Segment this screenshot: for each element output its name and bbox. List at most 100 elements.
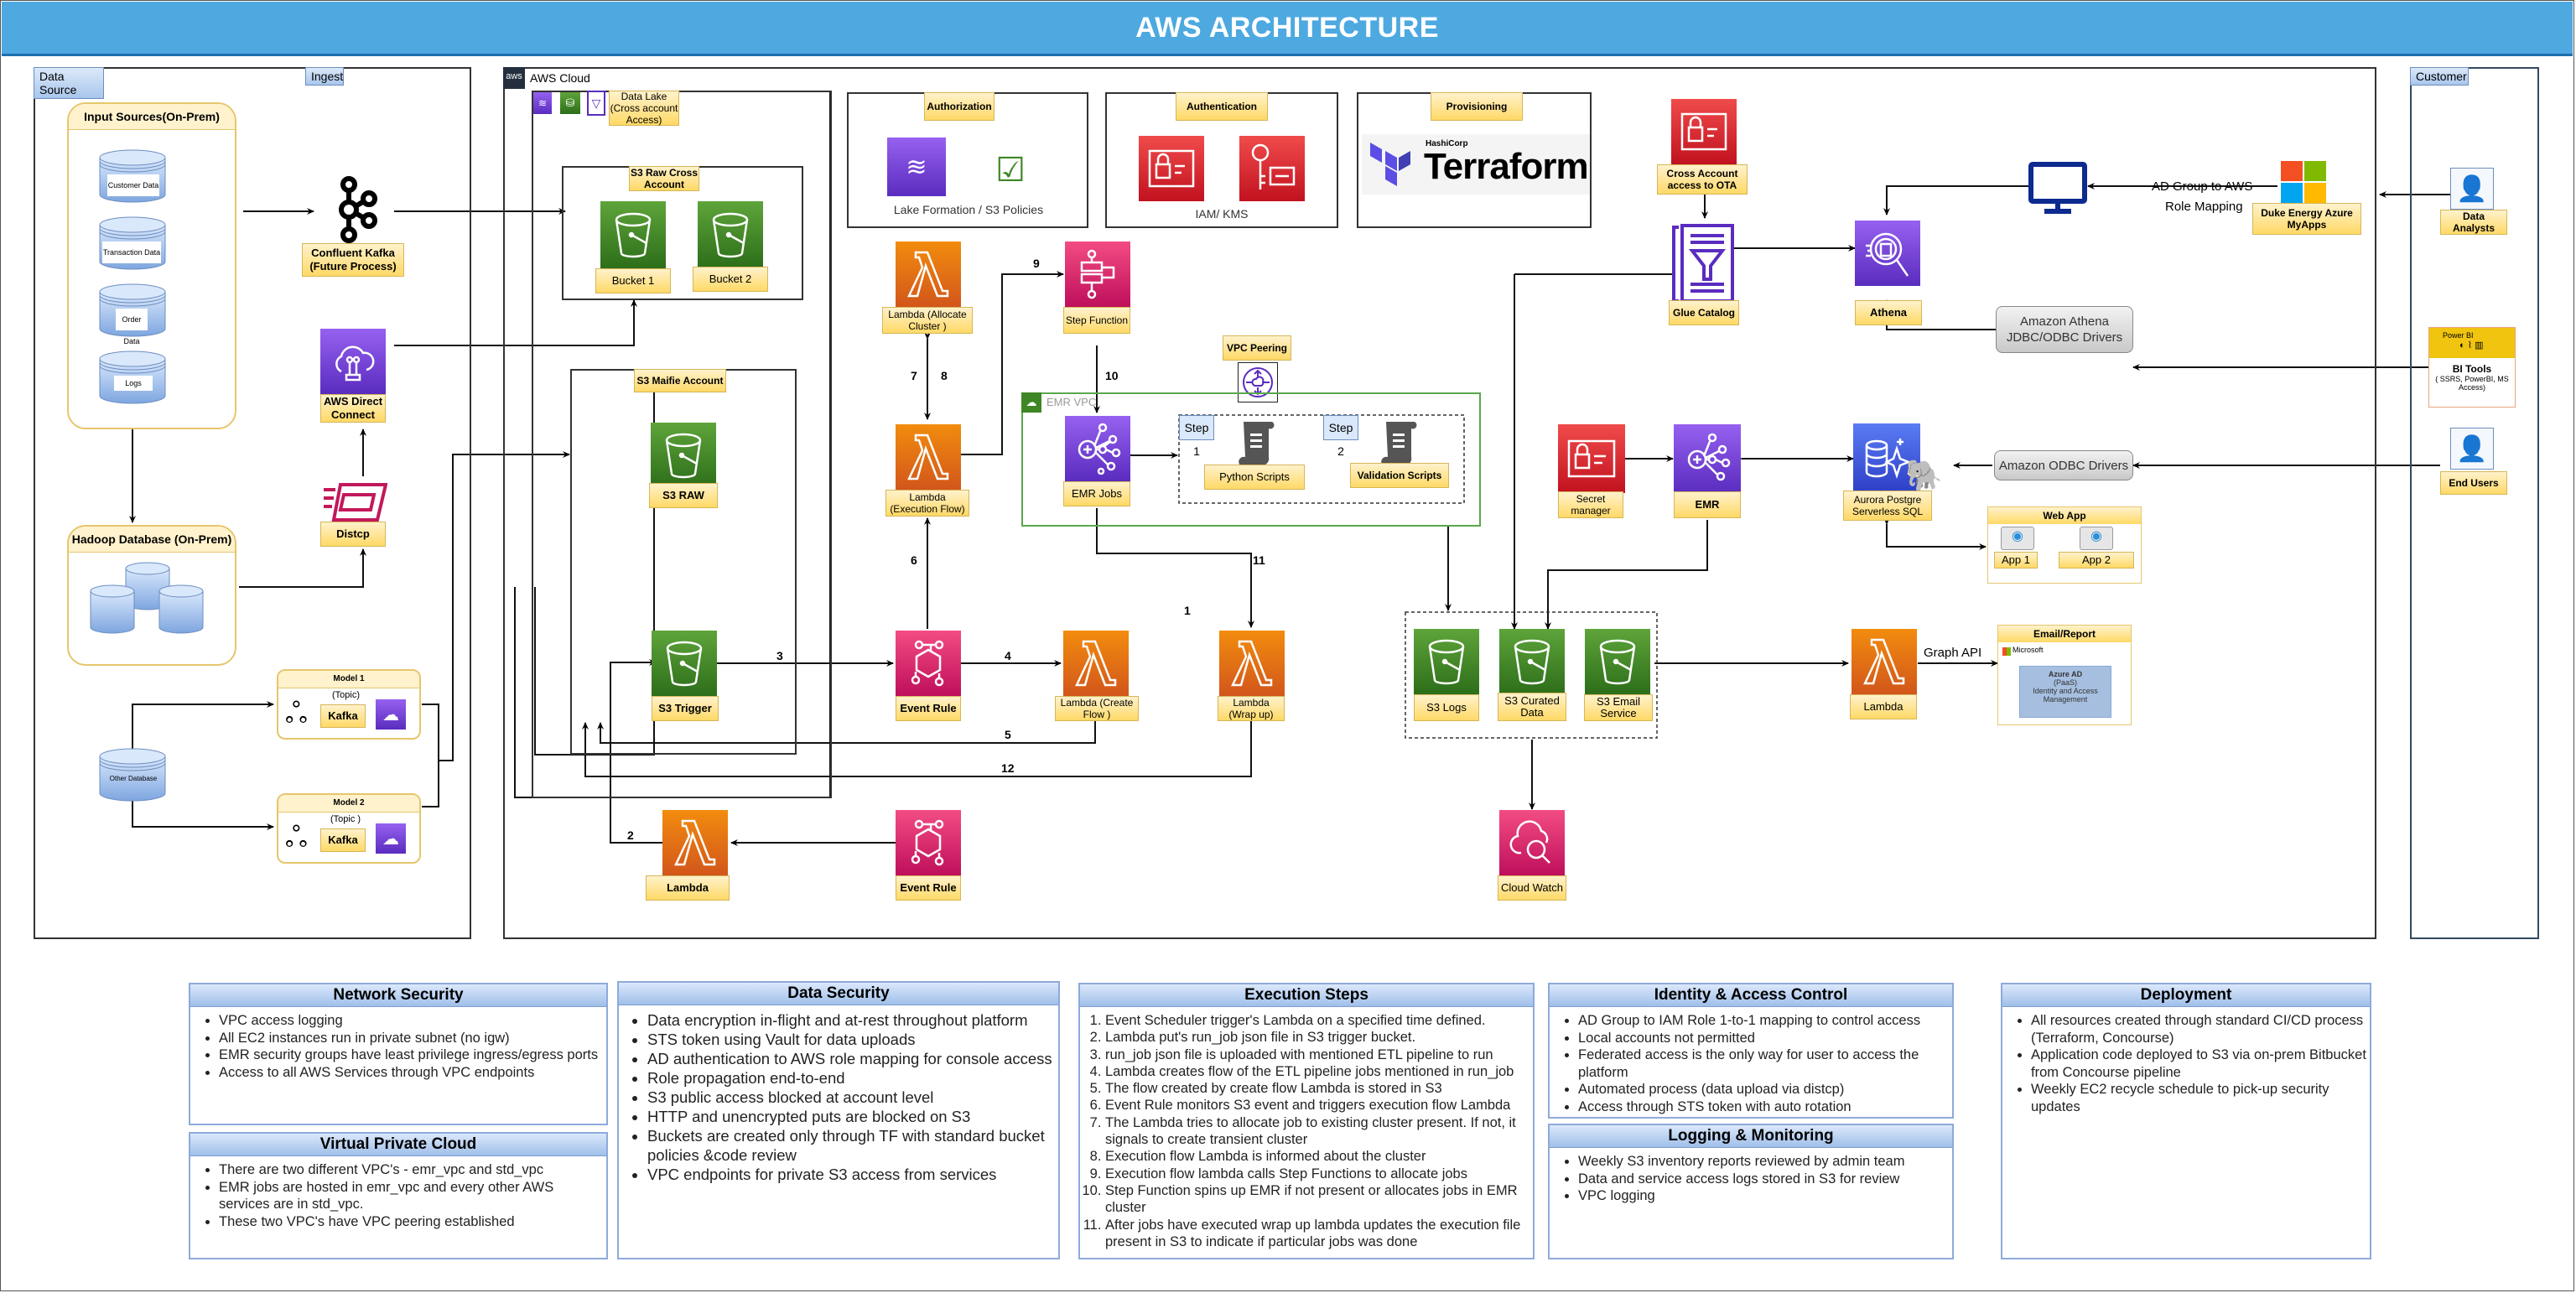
cross-account-icon — [1671, 99, 1737, 164]
terraform-icon — [1370, 143, 1410, 186]
list-item: Role propagation end-to-end — [647, 1068, 1058, 1088]
s3-curated-label: S3 Curated Data — [1498, 693, 1566, 721]
s3-policy-icon: ☑ — [995, 152, 1026, 189]
lambda-allocate-label: Lambda (Allocate Cluster ) — [882, 307, 973, 334]
lambda-allocate-icon[interactable] — [896, 241, 961, 307]
event-rule-icon[interactable] — [896, 810, 961, 875]
connector — [132, 801, 274, 830]
microsoft-logo-icon — [2002, 647, 2011, 656]
database-icon — [99, 351, 166, 404]
s3-bucket-icon — [600, 201, 666, 268]
lane-tag-data-source: Data Source — [34, 67, 104, 99]
end-users-label[interactable]: End Users — [2440, 471, 2507, 495]
lane-data-source-ingest — [34, 67, 471, 939]
graph-api-label: Graph API — [1924, 646, 1982, 660]
distcp-label: Distcp — [320, 522, 386, 547]
list-item: All resources created through standard C… — [2031, 1012, 2370, 1046]
panel-title: Logging & Monitoring — [1550, 1125, 1952, 1148]
step-number-3: 3 — [776, 649, 783, 662]
authorization-caption: Lake Formation / S3 Policies — [893, 203, 1044, 216]
emr-icon[interactable] — [1674, 424, 1741, 493]
event-rule-label: Event Rule — [896, 696, 961, 721]
list-item: Lambda put's run_job json file in S3 tri… — [1105, 1029, 1533, 1046]
list-item: Access through STS token with auto rotat… — [1578, 1098, 1952, 1116]
db-label: Order Data — [116, 309, 148, 345]
model-topic: (Topic ) — [330, 814, 361, 824]
connector — [1545, 520, 1708, 630]
hadoop-title: Hadoop Database (On-Prem) — [69, 527, 235, 553]
lane-customer — [2410, 67, 2539, 939]
odbc-drivers-button[interactable]: Amazon ODBC Drivers — [1994, 450, 2133, 480]
lambda-create-flow-icon[interactable] — [1063, 631, 1129, 696]
athena-icon[interactable] — [1855, 221, 1920, 286]
connector — [610, 659, 662, 844]
browser-icon: ◉ — [2001, 527, 2034, 550]
glue-catalog-icon[interactable] — [1672, 220, 1734, 309]
list-item: EMR jobs are hosted in emr_vpc and every… — [219, 1179, 606, 1213]
secret-manager-icon[interactable] — [1558, 424, 1625, 493]
lambda-execution-icon[interactable] — [896, 424, 961, 490]
emr-jobs-label: EMR Jobs — [1063, 481, 1130, 506]
panel-title: Execution Steps — [1080, 984, 1533, 1007]
list-item: STS token using Vault for data uploads — [647, 1030, 1058, 1049]
execution-steps-list: Event Scheduler trigger's Lambda on a sp… — [1080, 1012, 1533, 1250]
s3-email-label: S3 Email Service — [1584, 694, 1653, 721]
data-security-list: Data encryption in-flight and at-rest th… — [619, 1010, 1058, 1184]
list-item: Access to all AWS Services through VPC e… — [219, 1064, 606, 1082]
kafka-icon: ஃ — [285, 822, 308, 854]
model-kafka-label: Kafka — [320, 704, 366, 728]
identity-list: AD Group to IAM Role 1-to-1 mapping to c… — [1550, 1012, 1952, 1115]
identity-panel: Identity & Access Control AD Group to IA… — [1548, 983, 1954, 1119]
vpc-peering-icon — [1238, 362, 1278, 402]
lambda-graph-label: Lambda — [1850, 694, 1917, 719]
bucket-2-label: Bucket 2 — [693, 267, 768, 292]
s3-curated-icon[interactable] — [1499, 629, 1565, 694]
list-item: Weekly EC2 recycle schedule to pick-up s… — [2031, 1081, 2370, 1115]
s3-logs-icon[interactable] — [1414, 629, 1479, 694]
lambda-graph-icon[interactable] — [1852, 629, 1917, 694]
app-1-button[interactable]: App 1 — [1994, 552, 2038, 569]
s3-logs-label: S3 Logs — [1414, 694, 1479, 721]
authorization-title: Authorization — [924, 92, 995, 121]
s3-bucket-icon — [698, 201, 763, 268]
logging-panel: Logging & Monitoring Weekly S3 inventory… — [1548, 1124, 1954, 1259]
data-analyst-icon: 👤 — [2450, 168, 2494, 210]
data-security-panel: Data Security Data encryption in-flight … — [617, 981, 1060, 1259]
vpc-panel: Virtual Private Cloud There are two diff… — [189, 1132, 608, 1259]
authentication-title: Authentication — [1176, 92, 1268, 121]
s3-trigger-icon[interactable] — [652, 631, 717, 696]
list-item: The Lambda tries to allocate job to exis… — [1105, 1114, 1533, 1149]
script-icon — [1233, 418, 1280, 470]
connector — [132, 701, 274, 755]
kafka-icon: ஃ — [285, 698, 308, 730]
athena-label: Athena — [1855, 300, 1922, 325]
lambda-wrap-up-icon[interactable] — [1219, 631, 1285, 696]
data-analysts-label[interactable]: Data Analysts — [2440, 210, 2507, 235]
terraform-label: Terraform — [1424, 146, 1589, 187]
ad-group-text-2: Role Mapping — [2165, 200, 2243, 214]
panel-title: Identity & Access Control — [1550, 984, 1952, 1007]
list-item: Data encryption in-flight and at-rest th… — [647, 1010, 1058, 1030]
script-icon — [1375, 418, 1422, 470]
chart-icons: ◐ ⌇ ▥ — [2459, 340, 2484, 351]
bi-tools-card[interactable]: Power BI◐ ⌇ ▥ BI Tools ( SSRS, PowerBI, … — [2428, 327, 2516, 408]
emr-vpc-label: EMR VPC — [1046, 396, 1097, 408]
app-2-button[interactable]: App 2 — [2059, 552, 2134, 569]
panel-title: Deployment — [2002, 984, 2370, 1007]
step-number-6: 6 — [911, 553, 917, 567]
event-rule-icon[interactable] — [896, 631, 961, 696]
emr-label: EMR — [1674, 491, 1741, 518]
lambda-icon[interactable] — [662, 810, 728, 875]
azure-ad-title: Azure AD — [2048, 670, 2083, 678]
network-security-list: VPC access logging All EC2 instances run… — [190, 1012, 606, 1081]
connector — [422, 454, 569, 807]
aurora-icon[interactable] — [1853, 423, 1920, 492]
cloud-watch-icon[interactable] — [1499, 810, 1565, 875]
athena-drivers-button[interactable]: Amazon Athena JDBC/ODBC Drivers — [1996, 306, 2133, 353]
step-function-icon[interactable] — [1065, 241, 1130, 307]
s3-email-icon[interactable] — [1585, 629, 1650, 694]
emr-jobs-icon[interactable] — [1065, 416, 1130, 481]
step-1-tag: Step 1 — [1179, 415, 1214, 458]
bucket-1-label: Bucket 1 — [595, 268, 671, 293]
microsoft-label: Microsoft — [2012, 646, 2044, 654]
